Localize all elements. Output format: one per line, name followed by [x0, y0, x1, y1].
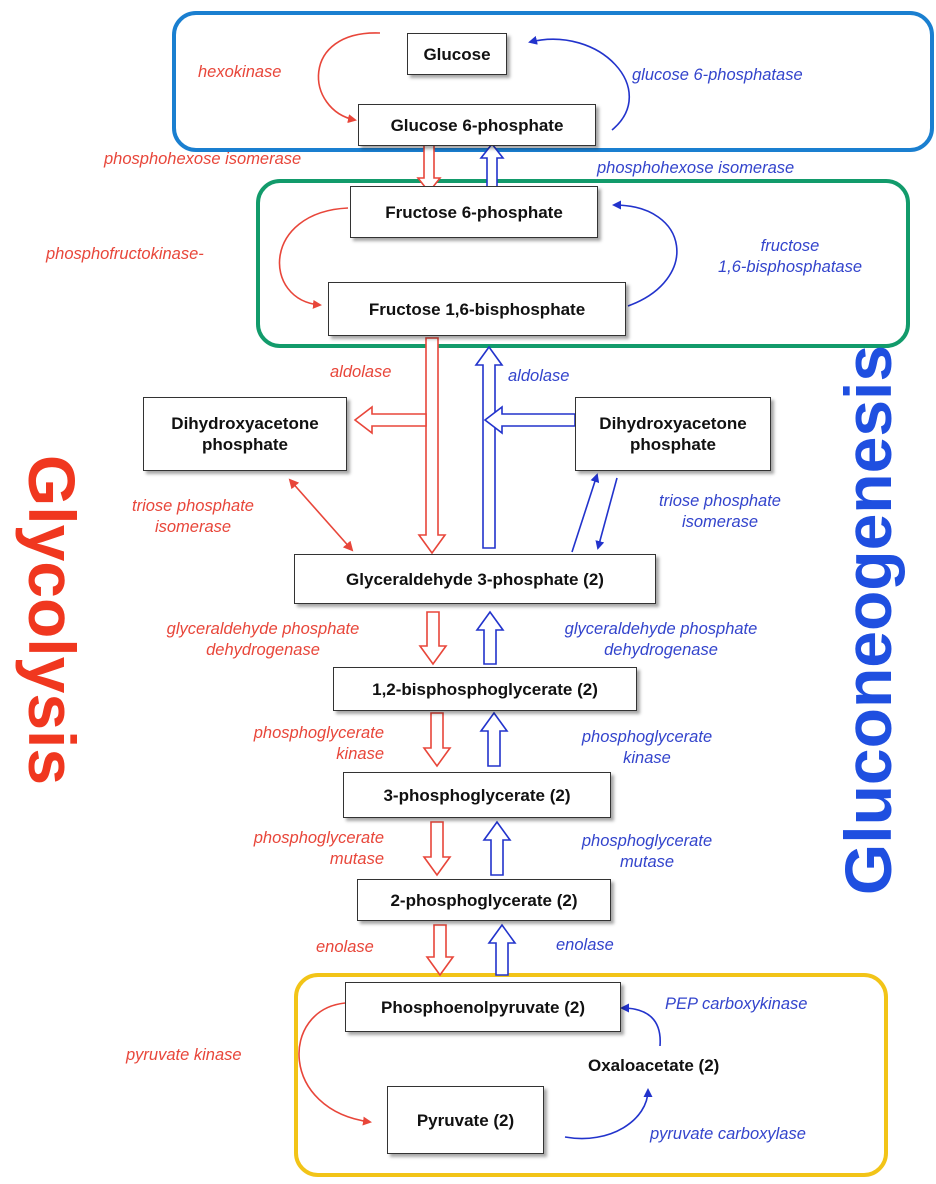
metabolite-fructose-6-phosphate: Fructose 6-phosphate — [350, 186, 598, 238]
enzyme-phosphohexose-isomerase-glycolysis: phosphohexose isomerase — [104, 150, 302, 168]
fbpase-line2: 1,6-bisphosphatase — [717, 258, 863, 276]
tpi-glycolysis-line2: isomerase — [154, 518, 232, 536]
glucose-6-phosphatase-arrow — [528, 35, 631, 131]
enzyme-gapdh-gluconeogenesis: glyceraldehyde phosphate dehydrogenase — [530, 619, 792, 661]
aldolase-forward-branch-arrow — [353, 405, 427, 435]
pgm-reverse-arrow — [482, 820, 512, 876]
aldolase-reverse-branch-arrow — [483, 405, 576, 435]
fbpase-line1: fructose — [760, 237, 820, 255]
fructose-1-6-bisphosphate-label: Fructose 1,6-bisphosphate — [368, 299, 586, 319]
enzyme-fructose-1-6-bisphosphatase: fructose 1,6-bisphosphatase — [700, 236, 880, 278]
pyruvate-kinase-arrow — [298, 1002, 372, 1126]
pgm-glycolysis-line2: mutase — [329, 850, 384, 868]
pgk-forward-arrow — [422, 712, 452, 768]
glucose-label: Glucose — [423, 44, 491, 64]
glycolysis-title: Glycolysis — [15, 454, 89, 786]
enzyme-phosphoglycerate-kinase-gluconeogenesis: phosphoglycerate kinase — [552, 727, 742, 769]
phi-forward-arrow — [416, 143, 442, 194]
tpi-glycolysis-line1: triose phosphate — [131, 497, 254, 515]
dhap-left-line2: phosphate — [202, 435, 288, 454]
enzyme-gapdh-glycolysis: glyceraldehyde phosphate dehydrogenase — [132, 619, 394, 661]
enzyme-phosphoglycerate-kinase-glycolysis: phosphoglycerate kinase — [200, 723, 384, 765]
pgk-glycolysis-line1: phosphoglycerate — [253, 724, 384, 742]
pgk-reverse-arrow — [479, 711, 509, 767]
enolase-reverse-arrow — [487, 923, 517, 976]
enzyme-pyruvate-carboxylase: pyruvate carboxylase — [650, 1125, 806, 1143]
metabolite-2-phosphoglycerate: 2-phosphoglycerate (2) — [357, 879, 611, 921]
gluconeogenesis-title: Gluconeogenesis — [831, 344, 905, 896]
regulation-box-hexokinase-step — [172, 11, 934, 152]
gapdh-reverse-arrow — [475, 610, 505, 665]
phi-reverse-arrow — [479, 142, 505, 193]
pgm-gluconeogenesis-line2: mutase — [619, 853, 675, 871]
glucose-6-phosphate-label: Glucose 6-phosphate — [390, 115, 564, 135]
enolase-forward-arrow — [425, 924, 455, 977]
metabolite-phosphoenolpyruvate: Phosphoenolpyruvate (2) — [345, 982, 621, 1032]
enzyme-phosphoglycerate-mutase-glycolysis: phosphoglycerate mutase — [200, 828, 384, 870]
enzyme-hexokinase: hexokinase — [198, 63, 282, 81]
3-phosphoglycerate-label: 3-phosphoglycerate (2) — [383, 785, 571, 805]
enzyme-pep-carboxykinase: PEP carboxykinase — [665, 995, 808, 1013]
metabolite-glucose-6-phosphate: Glucose 6-phosphate — [358, 104, 596, 146]
enzyme-glucose-6-phosphatase: glucose 6-phosphatase — [632, 66, 803, 84]
enzyme-aldolase-glycolysis: aldolase — [330, 363, 392, 381]
tpi-gluconeogenesis-line1: triose phosphate — [658, 492, 781, 510]
metabolite-1-2-bisphosphoglycerate: 1,2-bisphosphoglycerate (2) — [333, 667, 637, 711]
gapdh-forward-arrow — [418, 611, 448, 666]
pgm-glycolysis-line1: phosphoglycerate — [253, 829, 384, 847]
enzyme-enolase-gluconeogenesis: enolase — [556, 936, 614, 954]
metabolite-dhap-glycolysis: Dihydroxyacetone phosphate — [143, 397, 347, 471]
enzyme-triose-phosphate-isomerase-gluconeogenesis: triose phosphate isomerase — [635, 491, 805, 533]
2-phosphoglycerate-label: 2-phosphoglycerate (2) — [390, 890, 578, 910]
gapdh-glycolysis-line1: glyceraldehyde phosphate — [166, 620, 360, 638]
metabolite-pyruvate: Pyruvate (2) — [387, 1086, 544, 1154]
bisphosphoglycerate-label: 1,2-bisphosphoglycerate (2) — [372, 679, 598, 699]
pep-carboxykinase-arrow — [620, 1003, 661, 1047]
hexokinase-arrow — [317, 32, 381, 124]
gapdh-gluconeogenesis-line2: dehydrogenase — [604, 641, 718, 659]
metabolite-dhap-gluconeogenesis: Dihydroxyacetone phosphate — [575, 397, 771, 471]
fructose-6-phosphate-label: Fructose 6-phosphate — [385, 202, 563, 222]
fructose-bisphosphatase-arrow — [612, 200, 678, 307]
regulation-box-pyruvate-kinase-step — [294, 973, 888, 1177]
pgm-gluconeogenesis-line1: phosphoglycerate — [581, 832, 713, 850]
aldolase-forward-arrow — [417, 337, 447, 555]
pyruvate-carboxylase-arrow — [564, 1088, 653, 1140]
enzyme-aldolase-gluconeogenesis: aldolase — [508, 367, 570, 385]
triose-isomerase-right-arrow-up — [571, 473, 600, 553]
enzyme-phosphoglycerate-mutase-gluconeogenesis: phosphoglycerate mutase — [552, 831, 742, 873]
glyceraldehyde-3-phosphate-label: Glyceraldehyde 3-phosphate (2) — [346, 569, 604, 589]
triose-isomerase-right-arrow-down — [595, 477, 618, 550]
metabolite-glyceraldehyde-3-phosphate: Glyceraldehyde 3-phosphate (2) — [294, 554, 656, 604]
metabolite-glucose: Glucose — [407, 33, 507, 75]
metabolite-oxaloacetate: Oxaloacetate (2) — [588, 1056, 720, 1075]
enzyme-pyruvate-kinase: pyruvate kinase — [126, 1046, 242, 1064]
pyruvate-label: Pyruvate (2) — [416, 1110, 515, 1130]
metabolite-fructose-1-6-bisphosphate: Fructose 1,6-bisphosphate — [328, 282, 626, 336]
triose-isomerase-left-arrow — [288, 478, 354, 552]
pgk-glycolysis-line2: kinase — [336, 745, 384, 763]
enzyme-phosphofructokinase: phosphofructokinase- — [46, 245, 204, 263]
tpi-gluconeogenesis-line2: isomerase — [681, 513, 759, 531]
pgm-forward-arrow — [422, 821, 452, 877]
phosphofructokinase-arrow — [278, 207, 349, 309]
phosphoenolpyruvate-label: Phosphoenolpyruvate (2) — [380, 997, 586, 1017]
enzyme-phosphohexose-isomerase-gluconeogenesis: phosphohexose isomerase — [597, 159, 795, 177]
pgk-gluconeogenesis-line2: kinase — [623, 749, 671, 767]
metabolite-3-phosphoglycerate: 3-phosphoglycerate (2) — [343, 772, 611, 818]
enzyme-triose-phosphate-isomerase-glycolysis: triose phosphate isomerase — [108, 496, 278, 538]
dhap-right-line1: Dihydroxyacetone — [599, 414, 747, 433]
regulation-box-pfk-step — [256, 179, 910, 348]
dhap-left-line1: Dihydroxyacetone — [171, 414, 319, 433]
enzyme-enolase-glycolysis: enolase — [316, 938, 374, 956]
pgk-gluconeogenesis-line1: phosphoglycerate — [581, 728, 713, 746]
aldolase-reverse-arrow — [474, 345, 504, 549]
gapdh-gluconeogenesis-line1: glyceraldehyde phosphate — [564, 620, 758, 638]
dhap-right-line2: phosphate — [630, 435, 716, 454]
gapdh-glycolysis-line2: dehydrogenase — [206, 641, 320, 659]
